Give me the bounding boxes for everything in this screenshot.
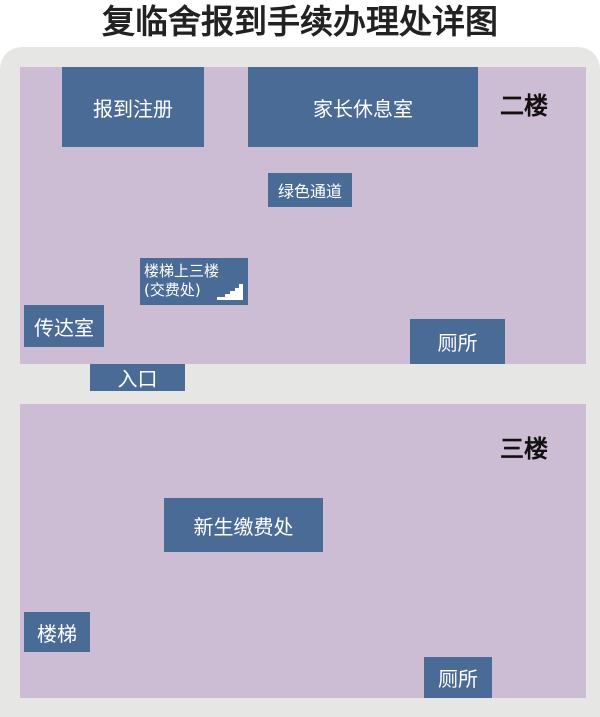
room-reception[interactable]: 传达室	[24, 305, 104, 347]
room-payment[interactable]: 新生缴费处	[164, 498, 323, 552]
room-stairs-3f[interactable]: 楼梯	[24, 612, 90, 652]
page-title: 复临舍报到手续办理处详图	[102, 2, 498, 41]
room-toilet-3f[interactable]: 厕所	[424, 657, 492, 698]
room-toilet-2f[interactable]: 厕所	[410, 319, 505, 364]
floor-3-label: 三楼	[500, 435, 548, 463]
floor-2-label: 二楼	[500, 92, 548, 120]
stairs-label: 楼梯上三楼	[144, 262, 220, 280]
stairs-sublabel: (交费处)	[144, 281, 201, 299]
room-parent-lounge[interactable]: 家长休息室	[248, 67, 478, 147]
room-registration[interactable]: 报到注册	[62, 67, 204, 147]
entrance[interactable]: 入口	[90, 364, 185, 391]
room-green-channel[interactable]: 绿色通道	[268, 173, 352, 207]
stairs-icon	[217, 284, 243, 300]
room-stairs-up[interactable]: 楼梯上三楼 (交费处)	[140, 258, 248, 305]
